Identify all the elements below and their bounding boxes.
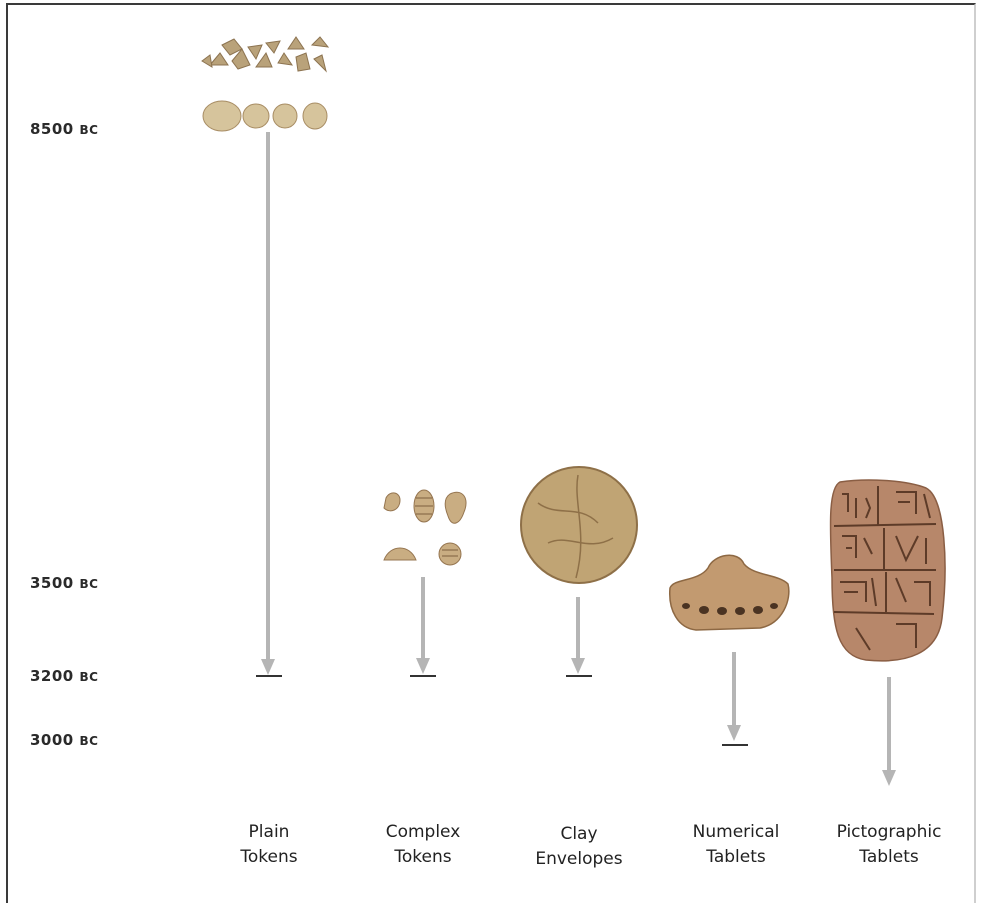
figure-frame — [6, 3, 976, 903]
plain-tokens-arrow-line — [266, 132, 270, 662]
complex-tokens-arrowhead — [416, 658, 430, 674]
numerical-tablets-end-bar — [722, 744, 748, 746]
numerical-tablet-image — [668, 548, 793, 633]
date-label-3500bc: 3500 BC — [30, 574, 98, 592]
clay-envelopes-arrow-line — [576, 597, 580, 661]
pictographic-tablets-arrow-line — [887, 677, 891, 773]
date-label-8500bc: 8500 BC — [30, 120, 98, 138]
clay-envelope-image — [518, 463, 640, 588]
complex-tokens-arrow-line — [421, 577, 425, 661]
clay-envelopes-end-bar — [566, 675, 592, 677]
date-label-3000bc: 3000 BC — [30, 731, 98, 749]
complex-tokens-image — [380, 486, 475, 571]
clay-envelopes-arrowhead — [571, 658, 585, 674]
plain-tokens-image — [200, 35, 335, 135]
pictographic-tablets-arrowhead — [882, 770, 896, 786]
date-label-3200bc: 3200 BC — [30, 667, 98, 685]
plain-tokens-arrowhead — [261, 659, 275, 675]
complex-tokens-end-bar — [410, 675, 436, 677]
numerical-tablets-arrow-line — [732, 652, 736, 728]
pictographic-tablet-image — [826, 478, 951, 664]
numerical-tablets-arrowhead — [727, 725, 741, 741]
plain-tokens-end-bar — [256, 675, 282, 677]
